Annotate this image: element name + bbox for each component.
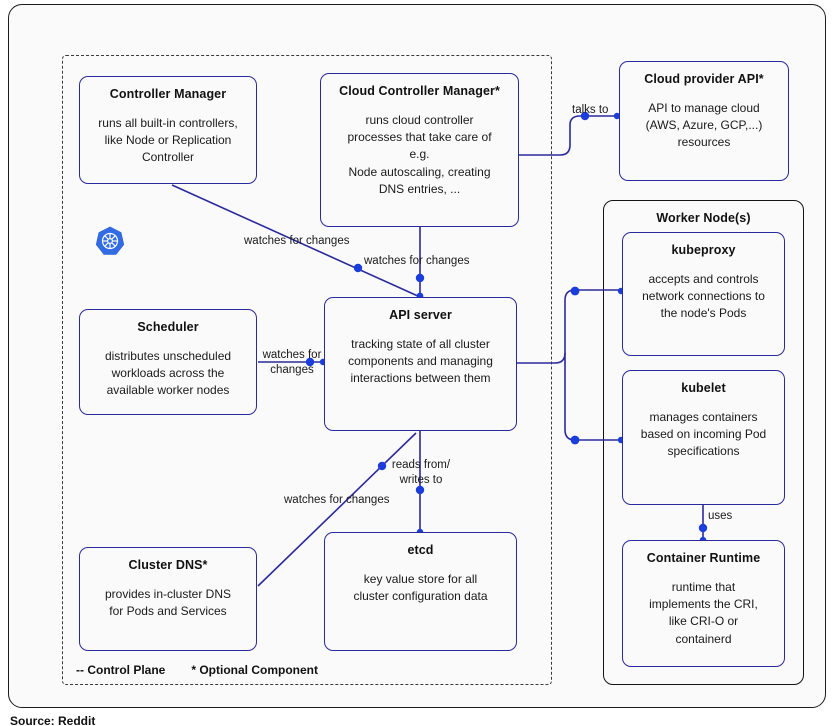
node-body: API to manage cloud (AWS, Azure, GCP,...… bbox=[645, 100, 763, 150]
node-kubeproxy[interactable]: kubeproxy accepts and controls network c… bbox=[622, 232, 785, 356]
legend-control-plane: -- Control Plane bbox=[76, 663, 166, 677]
edge-label-scheduler-to-api-server: watches for changes bbox=[262, 349, 322, 376]
node-title: Cloud Controller Manager* bbox=[339, 84, 500, 98]
node-title: Controller Manager bbox=[109, 87, 227, 101]
node-title: Cluster DNS* bbox=[128, 558, 208, 572]
node-body: runs cloud controller processes that tak… bbox=[347, 112, 492, 197]
node-title: Cloud provider API* bbox=[644, 72, 764, 86]
legend-optional-component: * Optional Component bbox=[191, 663, 318, 677]
node-title: API server bbox=[389, 308, 452, 322]
node-cloud-provider-api[interactable]: Cloud provider API* API to manage cloud … bbox=[619, 61, 789, 181]
edge-label-talks-to: talks to bbox=[572, 104, 609, 116]
node-kubelet[interactable]: kubelet manages containers based on inco… bbox=[622, 370, 785, 505]
node-title: etcd bbox=[407, 543, 434, 557]
control-plane-boundary bbox=[62, 55, 552, 685]
node-etcd[interactable]: etcd key value store for all cluster con… bbox=[324, 532, 517, 651]
node-cluster-dns[interactable]: Cluster DNS* provides in-cluster DNS for… bbox=[79, 547, 257, 651]
node-container-runtime[interactable]: Container Runtime runtime that implement… bbox=[622, 540, 785, 667]
node-body: manages containers based on incoming Pod… bbox=[640, 409, 767, 459]
edge-label-kubelet-to-container-runtime: uses bbox=[708, 510, 733, 522]
node-body: runs all built-in controllers, like Node… bbox=[98, 115, 238, 165]
node-body: key value store for all cluster configur… bbox=[353, 571, 488, 604]
node-body: distributes unscheduled workloads across… bbox=[104, 348, 232, 398]
edge-label-api-server-to-etcd: reads from/ writes to bbox=[391, 459, 451, 486]
node-body: runtime that implements the CRI, like CR… bbox=[649, 579, 758, 646]
node-controller-manager[interactable]: Controller Manager runs all built-in con… bbox=[79, 76, 257, 184]
node-title: Container Runtime bbox=[646, 551, 761, 565]
node-title: kubeproxy bbox=[671, 243, 736, 257]
source-caption: Source: Reddit bbox=[10, 714, 96, 726]
node-api-server[interactable]: API server tracking state of all cluster… bbox=[324, 297, 517, 431]
node-title: Scheduler bbox=[137, 320, 199, 334]
edge-label-cloud-controller-manager-to-api-server: watches for changes bbox=[364, 255, 470, 267]
node-scheduler[interactable]: Scheduler distributes unscheduled worklo… bbox=[79, 309, 257, 415]
worker-node-title: Worker Node(s) bbox=[656, 211, 751, 225]
edge-label-cluster-dns-to-api-server: watches for changes bbox=[284, 494, 390, 506]
edge-label-controller-manager-to-api-server: watches for changes bbox=[244, 235, 350, 247]
diagram-legend: -- Control Plane * Optional Component bbox=[76, 663, 318, 677]
kubernetes-logo-icon bbox=[95, 226, 125, 256]
node-body: tracking state of all cluster components… bbox=[348, 336, 493, 386]
node-cloud-controller-manager[interactable]: Cloud Controller Manager* runs cloud con… bbox=[320, 73, 519, 227]
node-body: provides in-cluster DNS for Pods and Ser… bbox=[104, 586, 232, 619]
node-title: kubelet bbox=[681, 381, 726, 395]
node-body: accepts and controls network connections… bbox=[642, 271, 765, 321]
